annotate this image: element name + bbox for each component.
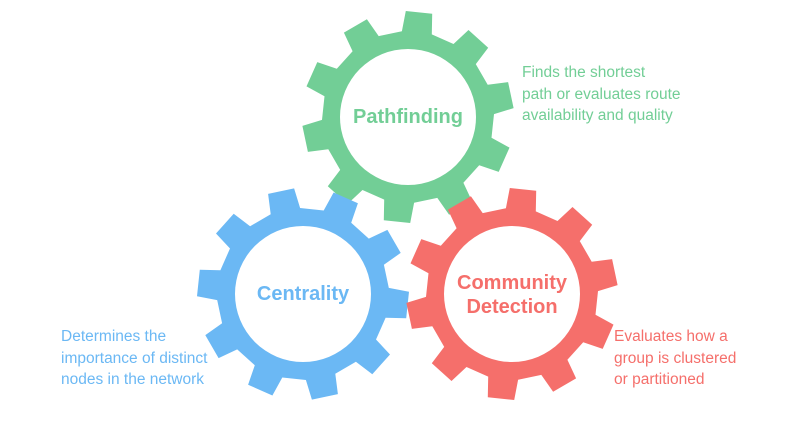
community-detection-gear-icon [406, 188, 618, 400]
pathfinding-gear-icon [302, 11, 514, 223]
community-detection-description: Evaluates how a group is clustered or pa… [614, 328, 737, 388]
centrality-label: Centrality [256, 283, 350, 305]
centrality-gear-icon [197, 188, 409, 400]
centrality-description: Determines the importance of distinct no… [61, 328, 208, 388]
pathfinding-description: Finds the shortest path or evaluates rou… [522, 64, 681, 124]
pathfinding-label: Pathfinding [353, 106, 463, 128]
community-detection-label: Community Detection [457, 272, 567, 318]
